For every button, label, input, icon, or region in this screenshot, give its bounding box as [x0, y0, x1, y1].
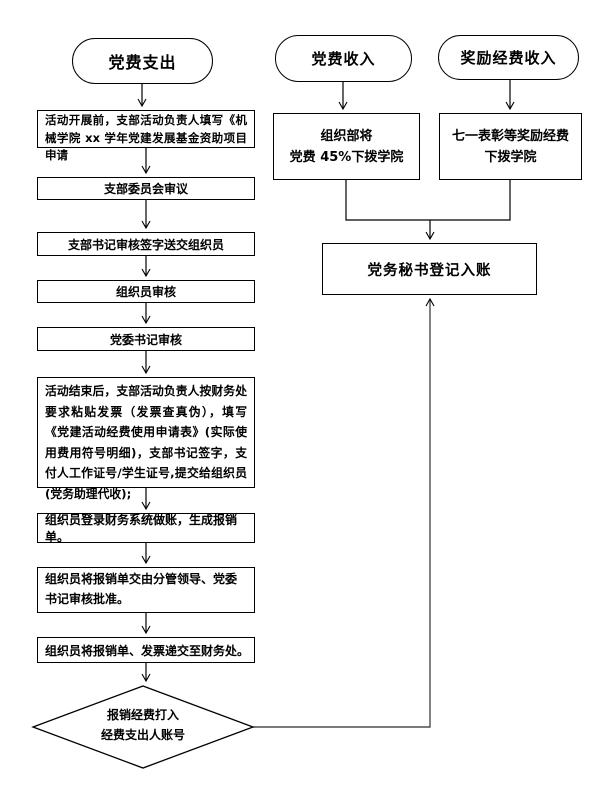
terminal-reward-funds-income: 奖励经费收入	[438, 35, 579, 80]
org-dept-line2: 党费 45%下拨学院	[289, 149, 404, 165]
org-dept-line1: 组织部将	[320, 128, 373, 144]
step-fill-application-form: 活动开展前，支部活动负责人填写《机械学院 xx 学年党建发展基金资助项目申请	[37, 110, 255, 162]
step-finance-system-accounting: 组织员登录财务系统做账，生成报销单。	[37, 513, 255, 544]
decision-reimbursement-to-account: 报销经费打入 经费支出人账号	[53, 705, 233, 745]
step-leader-approval: 组织员将报销单交由分管领导、党委书记审核批准。	[37, 567, 255, 613]
terminal-party-fee-expense: 党费支出	[72, 38, 213, 84]
step-branch-committee-review: 支部委员会审议	[37, 177, 255, 200]
step-submit-to-finance-office: 组织员将报销单、发票递交至财务处。	[37, 637, 255, 663]
step-party-secretary-bookkeeping: 党务秘书登记入账	[322, 243, 537, 295]
reward-line2: 下拨学院	[484, 149, 537, 165]
reward-line1: 七一表彰等奖励经费	[451, 128, 569, 144]
step-organizer-review: 组织员审核	[37, 280, 255, 303]
terminal-party-fee-income: 党费收入	[275, 35, 412, 82]
step-after-activity-invoice: 活动结束后，支部活动负责人按财务处要求粘贴发票（发票查真伪），填写《党建活动经费…	[37, 377, 255, 501]
step-org-dept-allocates-45pct: 组织部将 党费 45%下拨学院	[273, 113, 420, 180]
decision-diamond	[31, 685, 255, 769]
decision-line2: 经费支出人账号	[100, 728, 185, 742]
step-branch-secretary-sign: 支部书记审核签字送交组织员	[37, 232, 255, 256]
step-party-secretary-review: 党委书记审核	[37, 327, 255, 351]
decision-line1: 报销经费打入	[106, 708, 179, 722]
step-july1-reward-allocation: 七一表彰等奖励经费 下拨学院	[439, 113, 582, 180]
